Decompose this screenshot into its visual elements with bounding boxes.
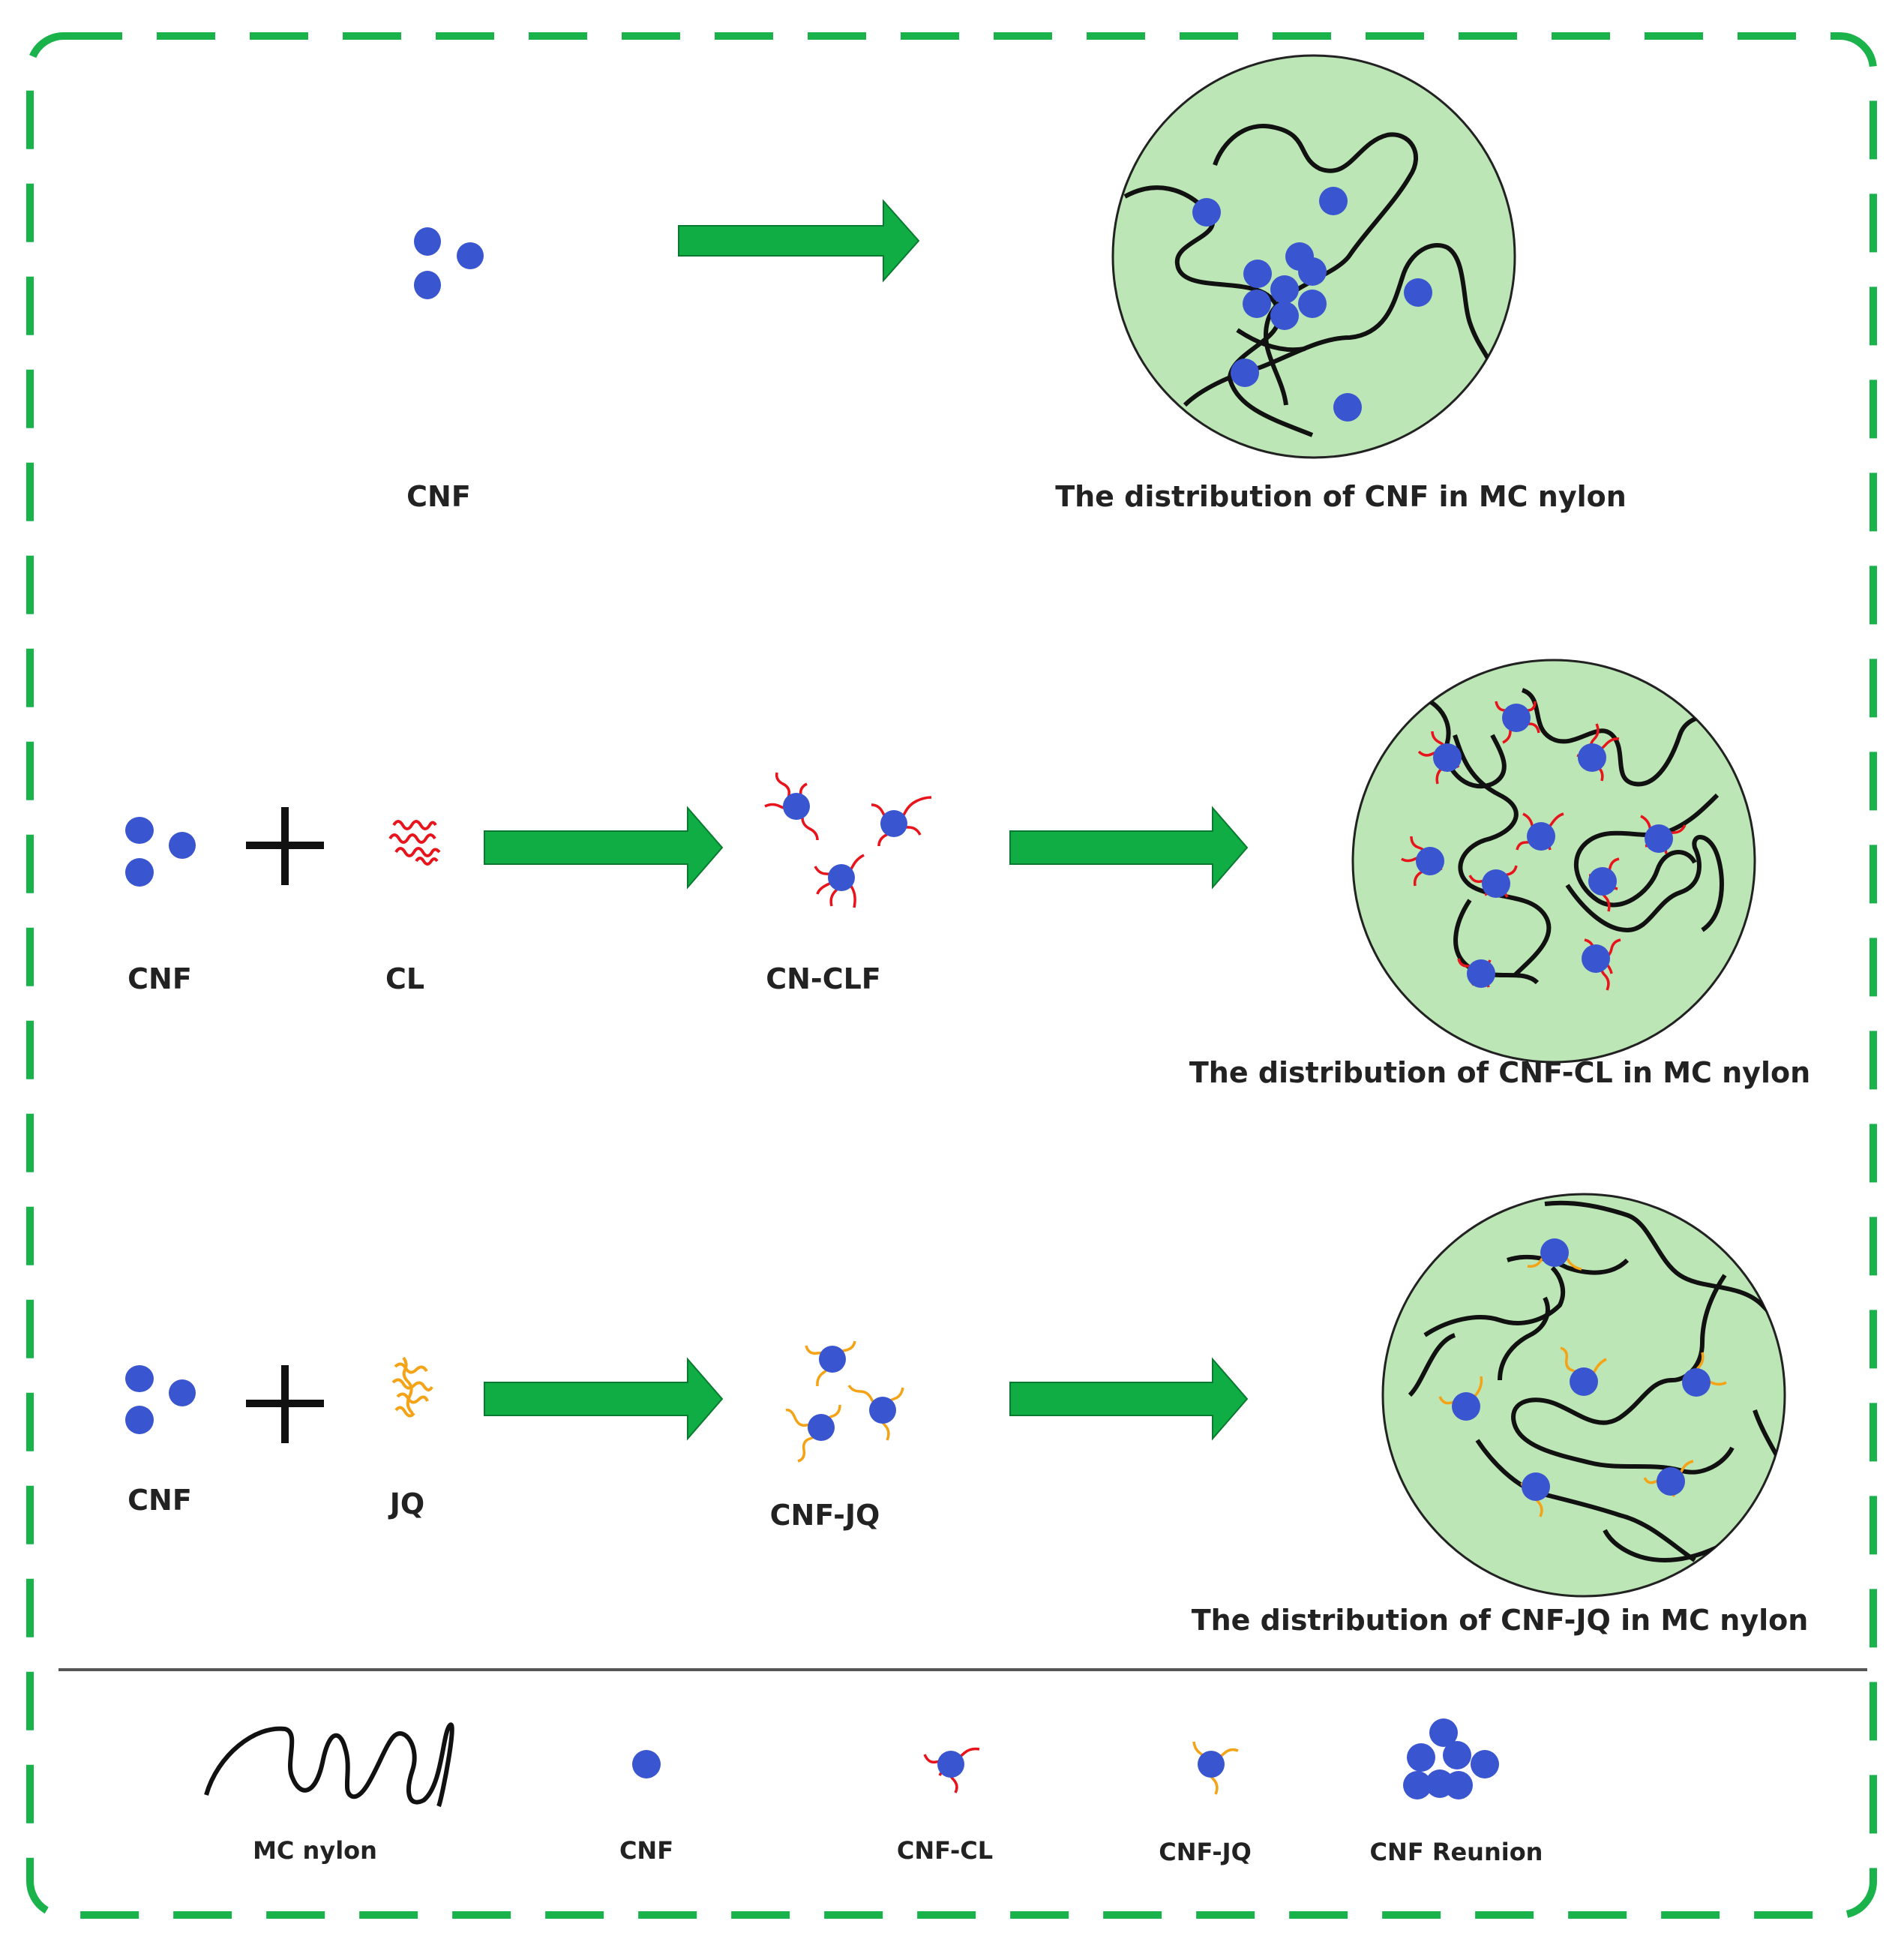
plus-icon	[246, 1365, 324, 1443]
reaction-arrow	[484, 1357, 724, 1441]
legend-label: CNF	[619, 1836, 673, 1865]
reaction-arrow	[1009, 806, 1249, 890]
reactant-label: CNF	[406, 480, 471, 513]
product-label: CNF-JQ	[770, 1499, 880, 1532]
legend-label: CNF-JQ	[1159, 1838, 1252, 1866]
cnf-cluster-icon	[125, 817, 196, 887]
mc-nylon-icon	[204, 1722, 454, 1808]
reactant-label: CNF	[127, 962, 192, 995]
cnf-jq-icon	[785, 1404, 841, 1463]
dashed-frame	[26, 32, 1877, 1919]
cnf-cluster-icon	[125, 1365, 196, 1434]
plus-icon	[246, 807, 324, 885]
result-label: The distribution of CNF in MC nylon	[1055, 480, 1627, 513]
cnf-jq-icon	[1192, 1741, 1239, 1795]
cnf-cluster-icon	[414, 227, 484, 299]
cnf-dot-icon	[632, 1750, 661, 1778]
reaction-arrow	[1009, 1357, 1249, 1441]
cnf-cl-icon	[923, 1747, 980, 1793]
matrix-circle-cnf-jq	[1381, 1193, 1786, 1598]
cnf-jq-icon	[847, 1385, 904, 1441]
reactant-label: JQ	[388, 1487, 424, 1520]
legend-label: MC nylon	[253, 1836, 377, 1865]
reaction-arrow	[678, 199, 920, 283]
jq-chain-icon	[391, 1356, 433, 1418]
reaction-arrow	[484, 806, 724, 890]
cl-chain-icon	[388, 820, 441, 866]
result-label: The distribution of CNF-JQ in MC nylon	[1192, 1604, 1809, 1637]
reactant-label: CL	[385, 962, 424, 995]
cnf-cl-icon	[764, 772, 819, 841]
cnf-jq-icon	[805, 1340, 856, 1387]
result-label: The distribution of CNF-CL in MC nylon	[1189, 1056, 1810, 1089]
matrix-circle-cnf	[1111, 54, 1516, 459]
cnf-cl-icon	[814, 854, 865, 908]
product-label: CN-CLF	[766, 962, 881, 995]
legend-label: CNF Reunion	[1370, 1838, 1543, 1866]
cnf-reunion-icon	[1403, 1718, 1499, 1799]
cnf-cl-icon	[871, 796, 932, 847]
matrix-circle-cnf-cl	[1351, 659, 1756, 1064]
legend-label: CNF-CL	[897, 1836, 993, 1865]
reactant-label: CNF	[127, 1484, 192, 1517]
